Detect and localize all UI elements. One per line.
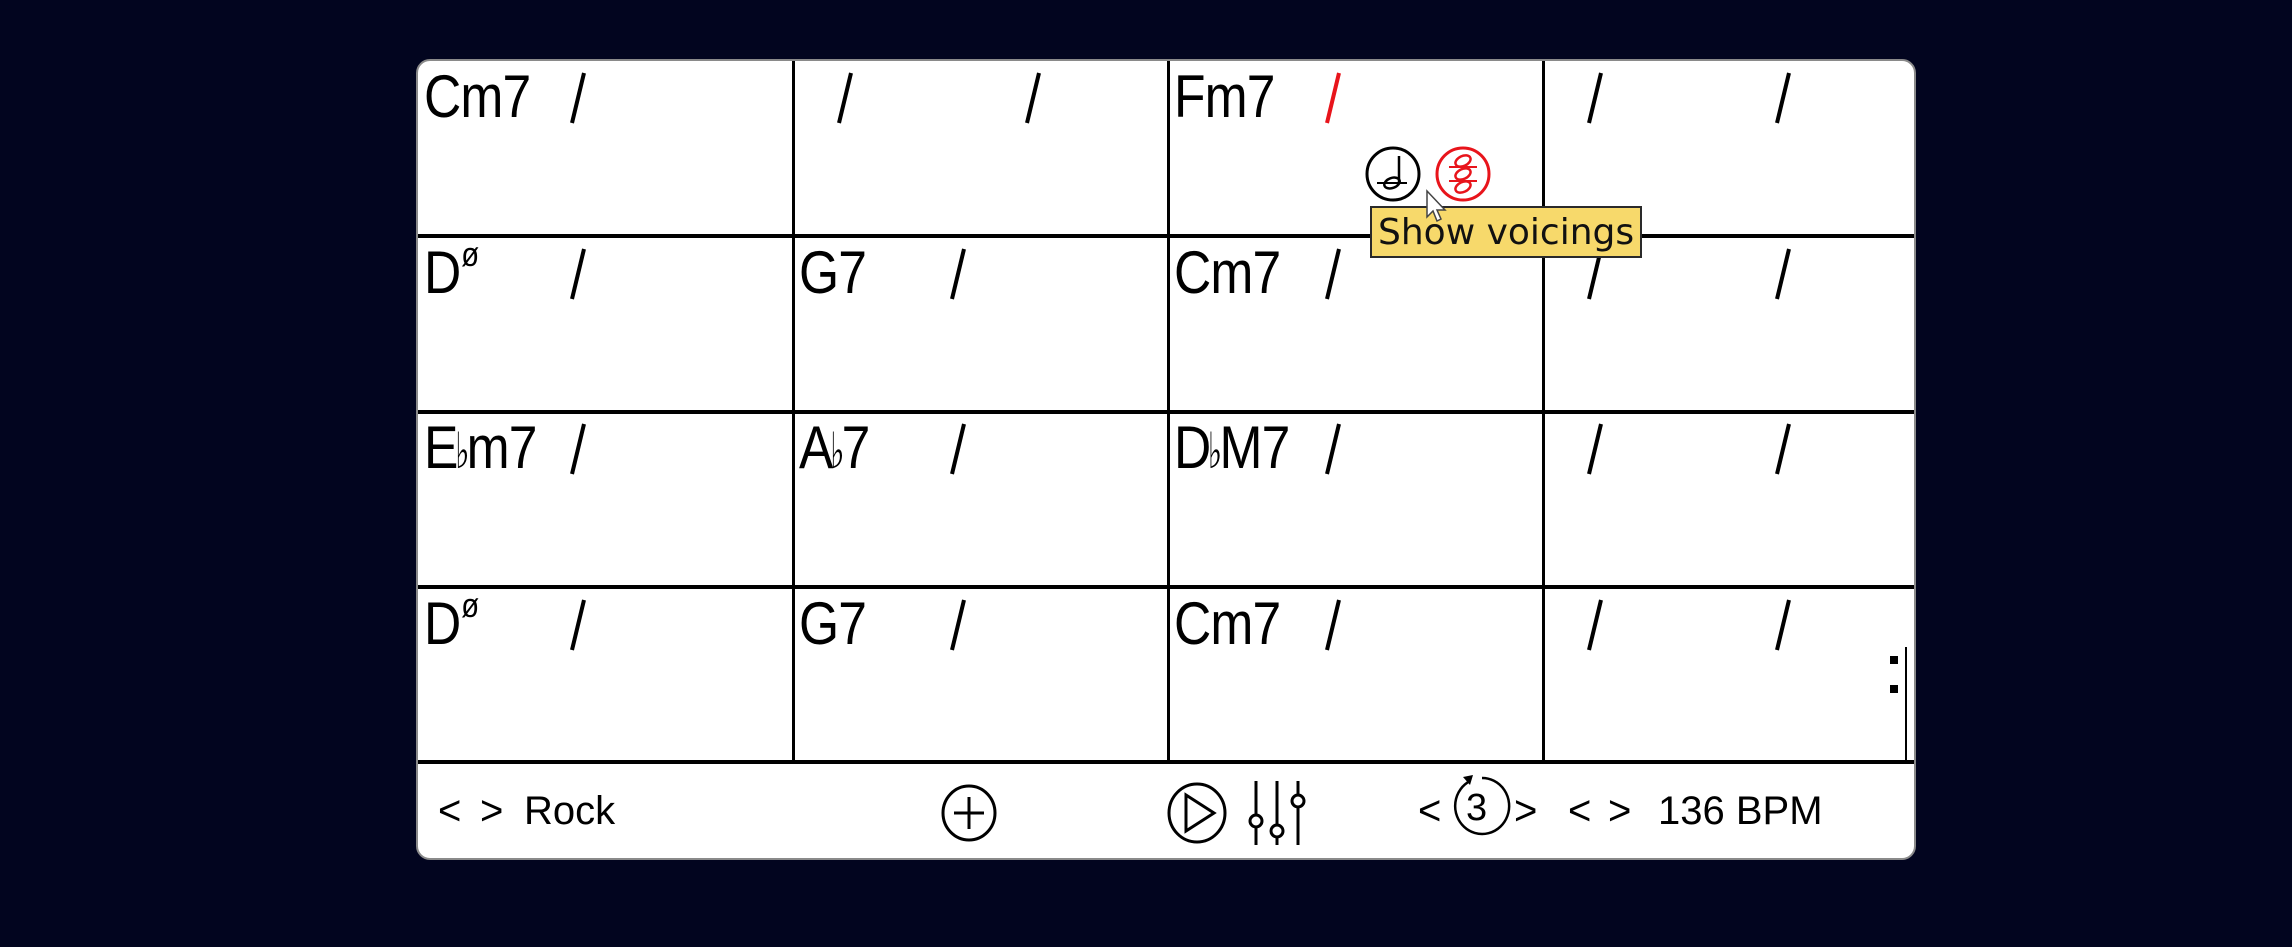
chord-grid: Cm7 Fm7 Dø G7 Cm7 <box>418 61 1914 764</box>
repeat-dot-icon <box>1890 656 1898 664</box>
beat-slash[interactable] <box>1773 71 1793 125</box>
bar-15[interactable]: Cm7 <box>1168 588 1543 764</box>
beat-slash[interactable] <box>1323 422 1343 476</box>
beat-slash[interactable] <box>1585 422 1605 476</box>
beat-slash[interactable] <box>835 71 855 125</box>
bottom-toolbar: < > Rock < <box>418 763 1914 858</box>
chord-label[interactable]: Cm7 <box>1174 590 1281 657</box>
beat-slash[interactable] <box>1773 598 1793 652</box>
repeat-end-barline <box>1905 647 1907 763</box>
bar-2[interactable] <box>793 61 1168 237</box>
bar-9[interactable]: E♭m7 <box>418 412 793 588</box>
beat-slash[interactable] <box>1773 422 1793 476</box>
beat-slash[interactable] <box>1323 598 1343 652</box>
style-name[interactable]: Rock <box>524 789 616 833</box>
chord-label[interactable]: Fm7 <box>1174 63 1275 130</box>
bar-4[interactable] <box>1543 61 1914 237</box>
chord-label[interactable]: Cm7 <box>424 63 531 130</box>
mixer-sliders-icon[interactable] <box>1246 777 1308 847</box>
tempo-prev-button[interactable]: < <box>1568 787 1592 835</box>
beat-slash[interactable] <box>568 598 588 652</box>
row-line <box>418 410 1914 414</box>
beat-slash[interactable] <box>1585 598 1605 652</box>
chord-label[interactable]: G7 <box>799 590 867 657</box>
chord-label[interactable]: D♭M7 <box>1174 414 1290 481</box>
bar-6[interactable]: G7 <box>793 237 1168 413</box>
beat-slash[interactable] <box>1323 247 1343 301</box>
style-next-button[interactable]: > <box>480 787 504 835</box>
beat-slash[interactable] <box>568 247 588 301</box>
bar-1[interactable]: Cm7 <box>418 61 793 237</box>
plus-circle-icon[interactable] <box>940 783 998 843</box>
beat-slash[interactable] <box>1773 247 1793 301</box>
bar-11[interactable]: D♭M7 <box>1168 412 1543 588</box>
beat-slash-selected[interactable] <box>1323 71 1343 125</box>
bar-14[interactable]: G7 <box>793 588 1168 764</box>
bar-7[interactable]: Cm7 <box>1168 237 1543 413</box>
loop-next-button[interactable]: > <box>1514 787 1538 835</box>
beat-slash[interactable] <box>948 247 968 301</box>
tempo-next-button[interactable]: > <box>1608 787 1632 835</box>
chord-label[interactable]: Cm7 <box>1174 239 1281 306</box>
loop-count: 3 <box>1466 787 1488 829</box>
chord-label[interactable]: Dø <box>424 587 479 657</box>
bar-3[interactable]: Fm7 <box>1168 61 1543 237</box>
mouse-cursor-icon <box>1425 189 1449 225</box>
tempo-value[interactable]: 136 BPM <box>1658 789 1823 833</box>
loop-icon <box>1453 775 1511 836</box>
chord-label[interactable]: Dø <box>424 236 479 306</box>
chord-label[interactable]: G7 <box>799 239 867 306</box>
row-line <box>418 760 1914 764</box>
voicings-icon[interactable] <box>1435 146 1491 202</box>
bar-5[interactable]: Dø <box>418 237 793 413</box>
beat-slash[interactable] <box>568 71 588 125</box>
bar-10[interactable]: A♭7 <box>793 412 1168 588</box>
repeat-dot-icon <box>1890 685 1898 693</box>
bar-8[interactable] <box>1543 237 1914 413</box>
play-icon[interactable] <box>1166 781 1228 845</box>
row-line <box>418 234 1914 238</box>
beat-slash[interactable] <box>1023 71 1043 125</box>
half-note-icon[interactable] <box>1365 146 1421 202</box>
chord-label[interactable]: A♭7 <box>799 414 870 481</box>
beat-slash[interactable] <box>948 598 968 652</box>
bar-13[interactable]: Dø <box>418 588 793 764</box>
bar-16[interactable] <box>1543 588 1914 764</box>
loop-count-control[interactable]: 3 <box>1446 773 1512 839</box>
beat-slash[interactable] <box>1585 71 1605 125</box>
tooltip: Show voicings <box>1370 206 1643 258</box>
loop-prev-button[interactable]: < <box>1418 787 1442 835</box>
beat-slash[interactable] <box>948 422 968 476</box>
chord-chart-window: Cm7 Fm7 Dø G7 Cm7 <box>416 59 1916 860</box>
bar-12[interactable] <box>1543 412 1914 588</box>
style-prev-button[interactable]: < <box>438 787 462 835</box>
chord-label[interactable]: E♭m7 <box>424 414 538 481</box>
beat-slash[interactable] <box>568 422 588 476</box>
row-line <box>418 585 1914 589</box>
